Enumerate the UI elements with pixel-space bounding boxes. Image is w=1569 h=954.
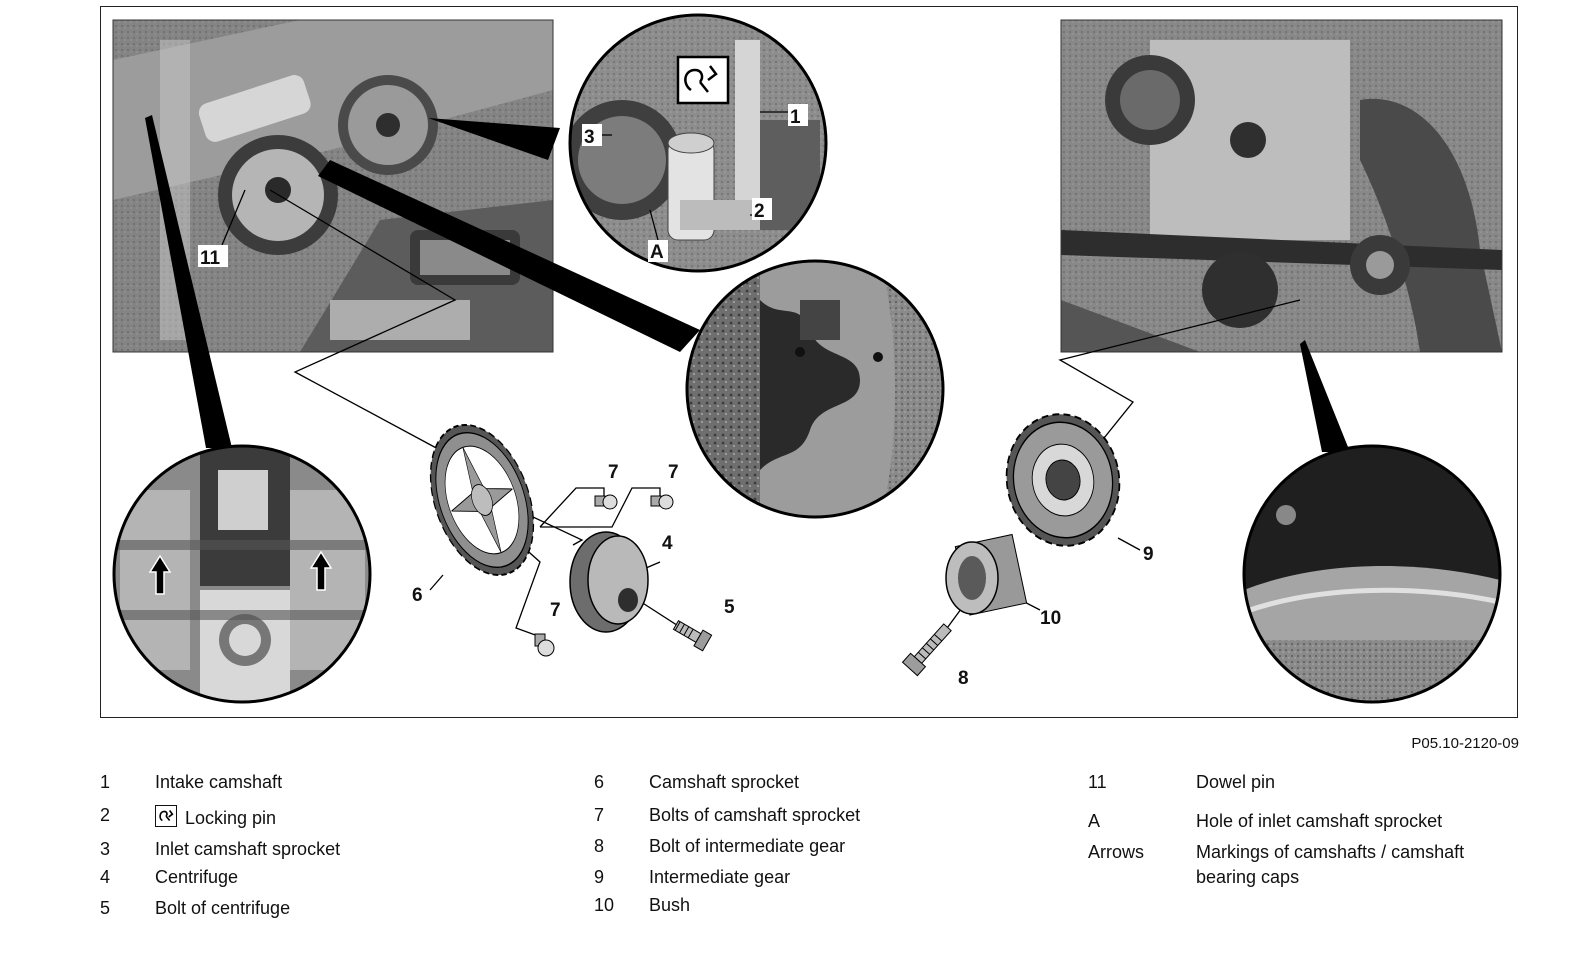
sprocket-bolt-part-3 bbox=[534, 633, 555, 657]
callout-A: A bbox=[650, 242, 664, 263]
camshaft-sprocket-part bbox=[429, 424, 535, 576]
pointer-wedge-left bbox=[145, 115, 232, 448]
zoom-circle-locking-pin bbox=[568, 13, 828, 273]
arrow-marking-right-icon bbox=[309, 550, 333, 591]
intermediate-gear-part bbox=[1005, 413, 1121, 547]
callout-labels: 1 2 3 A 11 4 5 6 7 7 7 8 9 10 bbox=[198, 104, 1154, 689]
exploded-view-diagram: 1 2 3 A 11 4 5 6 7 7 7 8 9 10 bbox=[112, 13, 1503, 704]
callout-2: 2 bbox=[754, 201, 765, 222]
figure-code: P05.10-2120-09 bbox=[1411, 735, 1519, 752]
centrifuge-bolt-part bbox=[672, 619, 713, 652]
callout-5: 5 bbox=[724, 597, 735, 618]
callout-3: 3 bbox=[584, 127, 595, 148]
pointer-wedge-top bbox=[428, 118, 560, 160]
callout-6: 6 bbox=[412, 585, 423, 606]
callout-7-b: 7 bbox=[668, 462, 679, 483]
sprocket-bolt-part-2 bbox=[650, 494, 674, 510]
callout-11: 11 bbox=[200, 248, 221, 269]
callout-4: 4 bbox=[662, 533, 673, 554]
callout-7-a: 7 bbox=[608, 462, 619, 483]
diagram-frame bbox=[100, 6, 1518, 718]
pointer-wedge-right bbox=[1300, 340, 1350, 452]
photo-camshafts bbox=[113, 20, 553, 352]
zoom-circle-sprocket-teeth bbox=[685, 259, 945, 519]
photo-intermediate-gear bbox=[1061, 20, 1502, 352]
arrow-marking-left-icon bbox=[148, 554, 172, 595]
callout-8: 8 bbox=[958, 668, 969, 689]
callout-1: 1 bbox=[790, 107, 801, 128]
bush-part bbox=[945, 533, 1028, 616]
zoom-circle-bush-detail bbox=[1242, 444, 1502, 704]
centrifuge-part bbox=[569, 531, 649, 633]
callout-9: 9 bbox=[1143, 544, 1154, 565]
intermediate-gear-bolt-part bbox=[901, 623, 952, 677]
special-tool-icon bbox=[155, 805, 177, 827]
callout-7-c: 7 bbox=[550, 600, 561, 621]
pointer-wedge-mid bbox=[318, 160, 700, 352]
zoom-circle-camshaft-markings bbox=[112, 444, 372, 704]
sprocket-bolt-part-1 bbox=[594, 494, 618, 510]
callout-10: 10 bbox=[1040, 608, 1061, 629]
